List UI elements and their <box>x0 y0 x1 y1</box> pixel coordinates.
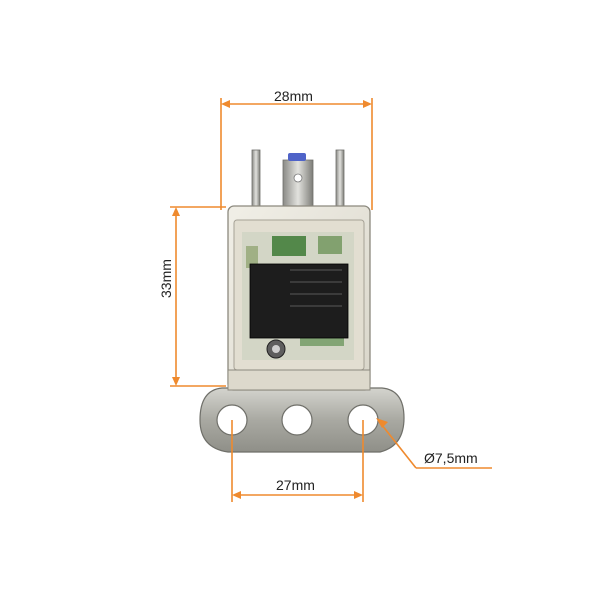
width-dimension-label: 28mm <box>274 88 313 104</box>
relay-pins <box>251 149 345 211</box>
metal-mounting-bracket <box>199 387 405 453</box>
hole-diameter-label: Ø7,5mm <box>424 450 478 466</box>
height-dimension-label: 33mm <box>158 259 174 298</box>
dimension-lines <box>170 98 492 502</box>
relay-housing <box>227 205 371 391</box>
hole-spacing-label: 27mm <box>276 477 315 493</box>
